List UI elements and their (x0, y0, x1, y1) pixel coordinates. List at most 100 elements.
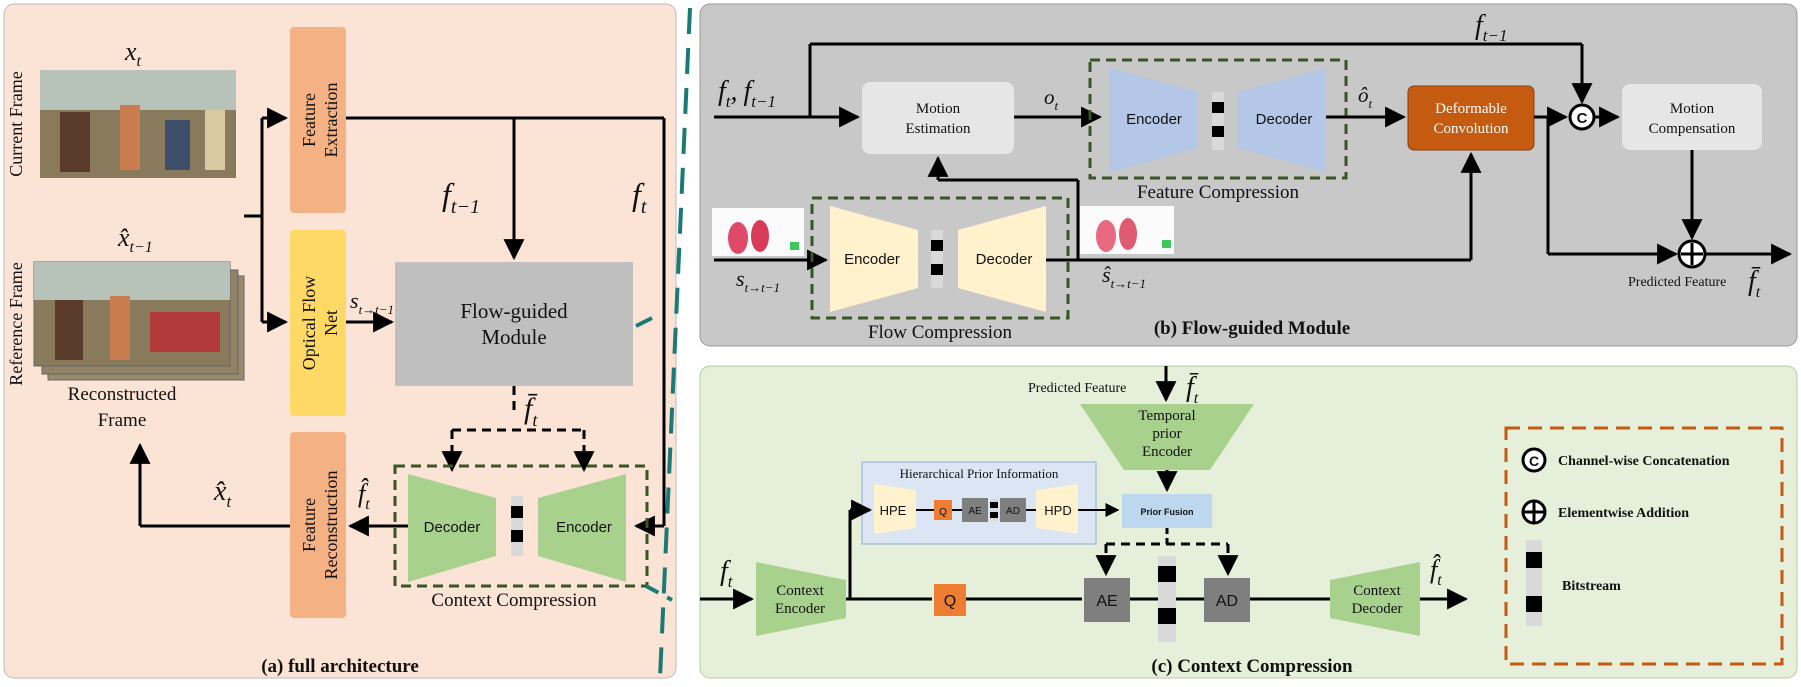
motion-estimation-box (862, 82, 1014, 154)
temporal-prior-encoder-trapezoid (1080, 404, 1254, 470)
x-t-label: xt (124, 37, 142, 70)
s-label: st→t−1 (350, 288, 394, 317)
flow-decoder-label: Decoder (976, 251, 1033, 268)
bitstream-icon-b (1212, 92, 1224, 150)
context-encoder-text-2: Encoder (775, 601, 825, 617)
ae-box (1084, 578, 1130, 622)
encoder-label-a: Encoder (556, 519, 612, 536)
panel-a-caption: (a) full architecture (261, 656, 419, 677)
prior-fusion-label: Prior Fusion (1140, 507, 1193, 517)
reconstructed-frame-label: Reconstructed (68, 384, 177, 405)
flow-encoder-label: Encoder (844, 251, 900, 268)
ae-label: AE (1096, 593, 1117, 610)
predicted-feature-label-c: Predicted Feature (1028, 381, 1126, 396)
flow-map-output-image (1080, 206, 1174, 254)
flow-guided-module-box (395, 262, 633, 386)
feature-reconstruction-text: Feature (299, 498, 319, 552)
prior-fusion-box (1122, 494, 1212, 528)
flow-guided-module-text-2: Module (481, 325, 546, 349)
s-in-label: st→t−1 (736, 266, 780, 295)
deformable-convolution-text: Deformable (1435, 101, 1507, 117)
top-f-t-minus-1-label: ft−1 (1475, 10, 1507, 45)
optical-flow-net-text-2: Net (321, 310, 341, 336)
zoom-connector-bottom (645, 584, 673, 602)
q-label: Q (944, 593, 956, 610)
q-small-label: Q (939, 507, 947, 518)
context-encoder-text: Context (776, 583, 824, 599)
decoder-label-b: Decoder (1256, 111, 1313, 128)
motion-compensation-box (1622, 84, 1762, 150)
temporal-prior-encoder-text-3: Encoder (1142, 444, 1192, 460)
feature-compression-label: Feature Compression (1137, 182, 1300, 203)
q-box (934, 584, 966, 616)
svg-text:C: C (1529, 453, 1539, 469)
flow-compression-group (810, 196, 1070, 320)
hpe-trapezoid (874, 484, 916, 534)
addition-icon (1677, 239, 1707, 269)
o-t-label: ot (1044, 85, 1059, 113)
encoder-trapezoid-b (1110, 68, 1198, 172)
encoder-label-b: Encoder (1126, 111, 1182, 128)
optical-flow-net-box (290, 230, 346, 416)
feature-extraction-box (290, 27, 346, 213)
temporal-prior-encoder-text-2: prior (1152, 426, 1181, 442)
feature-extraction-text-2: Extraction (321, 83, 341, 158)
deformable-convolution-text-2: Convolution (1433, 121, 1509, 137)
ae-small-label: AE (968, 506, 982, 517)
ad-small-label: AD (1006, 506, 1020, 517)
hpd-trapezoid (1036, 484, 1078, 534)
feature-reconstruction-box (290, 432, 346, 618)
ae-small-box (962, 498, 988, 522)
legend-bitstream-label: Bitstream (1562, 579, 1621, 594)
panel-b-caption: (b) Flow-guided Module (1154, 318, 1350, 339)
legend-box (1504, 426, 1784, 666)
legend-concat-label: Channel-wise Concatenation (1558, 454, 1730, 469)
ad-small-box (1000, 498, 1026, 522)
motion-compensation-text-2: Compensation (1649, 121, 1736, 137)
decoder-trapezoid-a (408, 474, 496, 582)
bitstream-icon-c (1158, 556, 1176, 642)
input-f-pair: ft,ft−1 (718, 76, 776, 111)
fhat-t-label-a: f̂t (358, 479, 370, 513)
feature-reconstruction-text-2: Reconstruction (321, 471, 341, 580)
legend-bitstream-icon (1526, 540, 1542, 626)
reference-frame-label: Reference Frame (6, 262, 26, 385)
temporal-prior-encoder-text: Temporal (1138, 408, 1195, 424)
panel-c-caption: (c) Context Compression (1151, 656, 1353, 677)
motion-estimation-text: Motion (916, 101, 961, 117)
f-t-input-label: ft (720, 556, 734, 591)
motion-compensation-text: Motion (1670, 101, 1715, 117)
ad-label: AD (1216, 593, 1238, 610)
bitstream-icon-hier (990, 499, 998, 521)
hpe-label: HPE (880, 503, 907, 518)
decoder-trapezoid-b (1238, 68, 1326, 172)
legend-addition-label: Elementwise Addition (1558, 506, 1689, 521)
feature-compression-group (1088, 58, 1348, 180)
flow-guided-module-text: Flow-guided (460, 299, 568, 323)
predicted-feature-label-b: Predicted Feature (1628, 275, 1726, 290)
flow-encoder-trapezoid (830, 206, 918, 312)
ad-box (1204, 578, 1250, 622)
decoder-label-a: Decoder (424, 519, 481, 536)
context-decoder-text-2: Decoder (1352, 601, 1403, 617)
legend-addition-icon (1521, 499, 1547, 525)
bitstream-icon-flow (931, 230, 943, 288)
bitstream-icon-a (511, 496, 523, 556)
current-frame-label: Current Frame (6, 71, 26, 176)
context-decoder-trapezoid (1330, 562, 1420, 636)
feature-extraction-text: Feature (299, 93, 319, 147)
motion-estimation-text-2: Estimation (906, 121, 971, 137)
fhat-t-output-label: f̂t (1430, 555, 1442, 589)
o-hat-t-label: ôt (1358, 83, 1373, 111)
xhat-t-label: x̂t (213, 476, 232, 511)
zoom-divider (658, 7, 692, 679)
hierarchical-prior-title: Hierarchical Prior Information (900, 466, 1059, 481)
context-compression-label-a: Context Compression (431, 590, 597, 611)
zoom-connector-top (635, 316, 653, 328)
flow-compression-label: Flow Compression (868, 322, 1013, 343)
flow-decoder-trapezoid (958, 206, 1046, 312)
deformable-convolution-box (1407, 85, 1535, 151)
encoder-trapezoid-a (538, 474, 626, 582)
reference-frame-stack (33, 261, 245, 381)
